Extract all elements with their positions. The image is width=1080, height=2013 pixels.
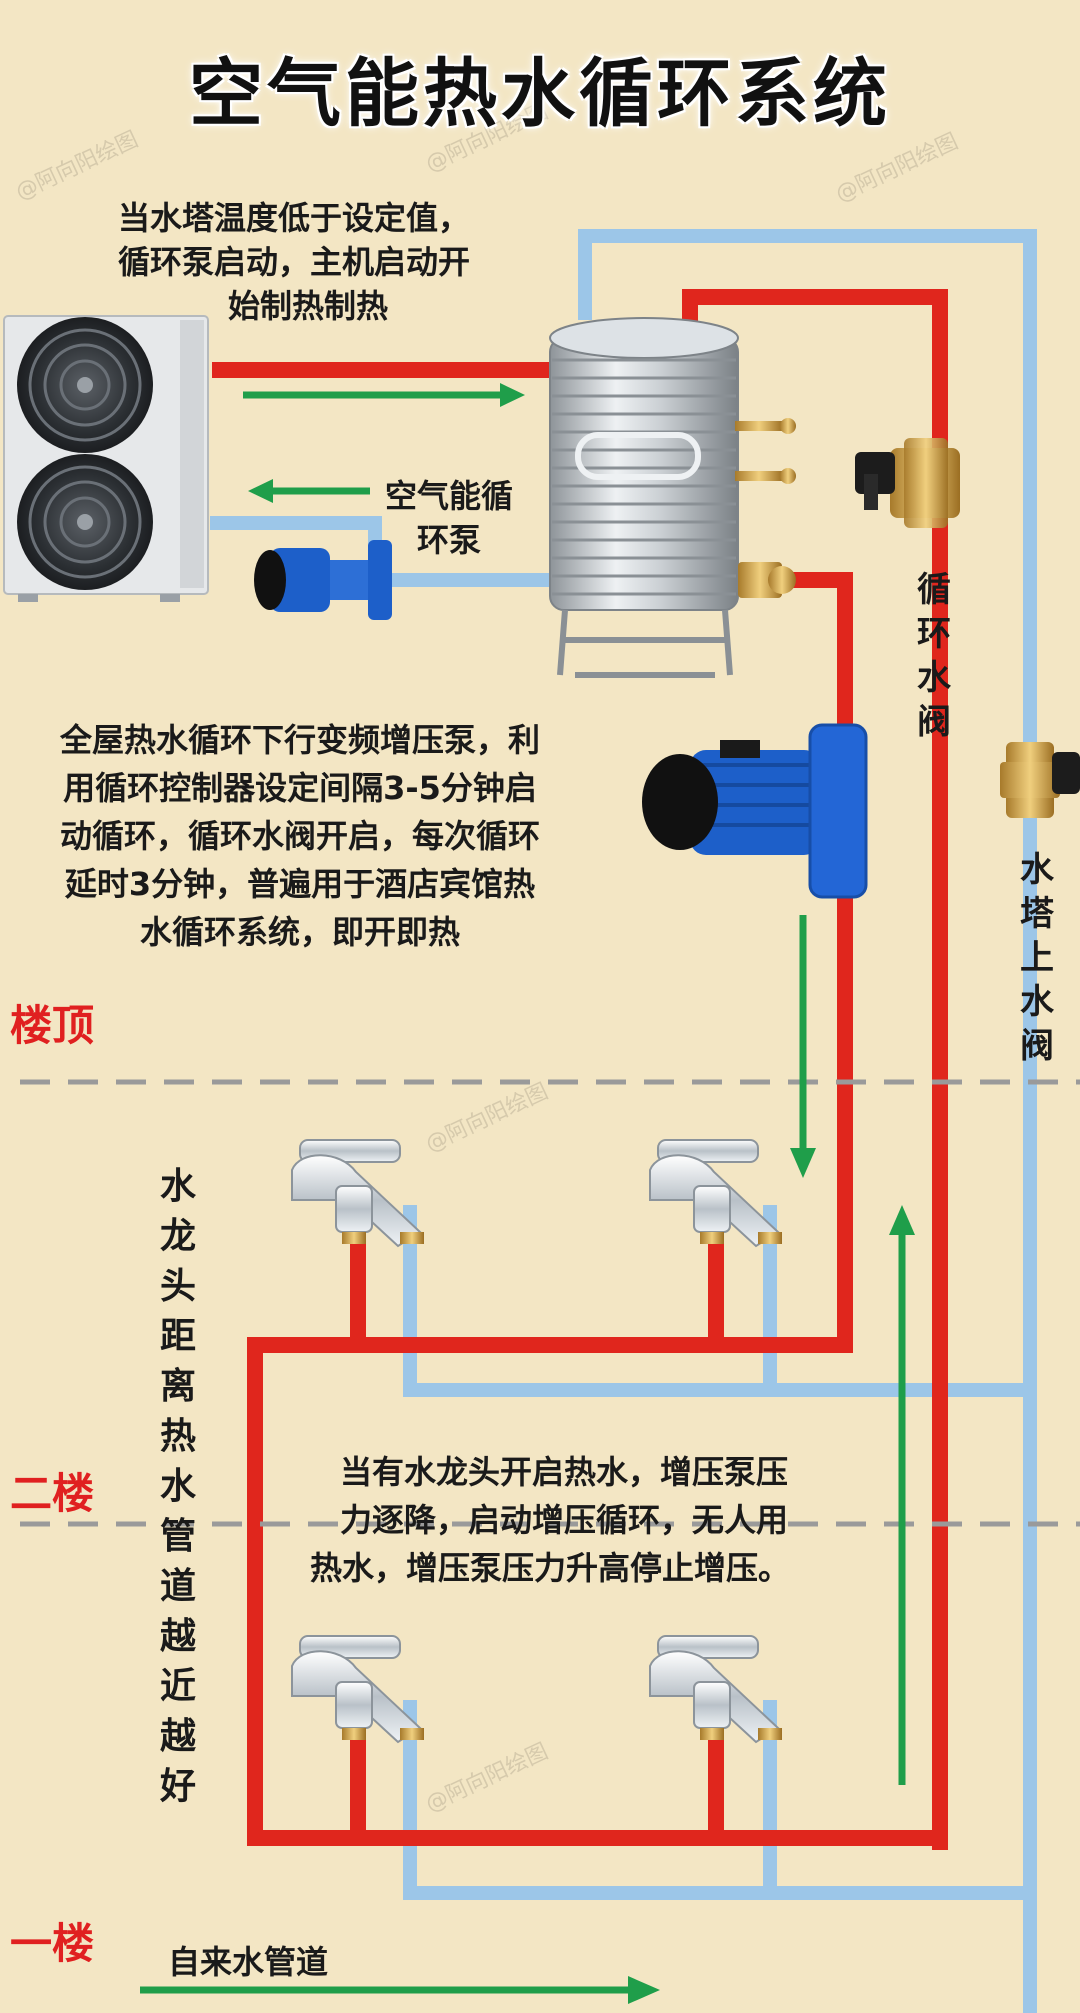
faucet-2f-a-icon — [291, 1139, 424, 1248]
start-note-line: 当水塔温度低于设定值， — [118, 199, 471, 237]
faucet-1f-a-icon — [291, 1635, 424, 1744]
tower-valve-label: 水塔上水阀 — [1020, 850, 1054, 1066]
faucet-note: 水龙头距离热水管道越近越好 — [159, 1166, 196, 1807]
circulation-valve — [855, 438, 960, 528]
booster-note-line: 当有水龙头开启热水，增压泵压 — [340, 1453, 789, 1491]
booster-note-line: 力逐降，启动增压循环，无人用 — [340, 1501, 789, 1539]
tower-inlet-valve — [1000, 742, 1080, 818]
floor-label-first: 一楼 — [10, 1919, 95, 1968]
start-note-line: 循环泵启动，主机启动开 — [118, 243, 471, 281]
page-title: 空气能热水循环系统 — [189, 51, 891, 137]
circulation-note-line: 水循环系统，即开即热 — [139, 913, 460, 951]
floor-label-roof: 楼顶 — [10, 1001, 95, 1050]
fan-bottom-icon — [17, 454, 153, 590]
arrow-tap-water — [140, 1976, 660, 2004]
arrow-down-circulation — [790, 915, 816, 1178]
cold-distribution-2f — [403, 1205, 1030, 1397]
pump-label: 空气能循 环泵 — [385, 474, 513, 562]
circulation-note-line: 用循环控制器设定间隔3-5分钟启 — [63, 769, 537, 807]
heat-pump-unit — [3, 315, 209, 602]
circulation-pump-small — [254, 540, 392, 620]
circulation-note-line: 全屋热水循环下行变频增压泵，利 — [59, 721, 540, 759]
fan-top-icon — [17, 317, 153, 453]
tank-outlet-fitting — [738, 562, 796, 598]
flow-arrows — [140, 383, 915, 2004]
faucet-2f-b-icon — [649, 1139, 782, 1248]
circulation-valve-label: 循环水阀 — [917, 570, 951, 742]
cold-water-pipes — [210, 229, 1037, 2013]
booster-note-line: 热水，增压泵压力升高停止增压。 — [310, 1549, 791, 1587]
pump-label-line: 环泵 — [417, 521, 482, 559]
cold-distribution-1f — [403, 1700, 1030, 1900]
heater-element-icon — [735, 418, 796, 484]
circulation-note: 全屋热水循环下行变频增压泵，利 用循环控制器设定间隔3-5分钟启 动循环，循环水… — [10, 716, 590, 956]
arrow-up-return — [889, 1205, 915, 1785]
circulation-note-line: 动循环，循环水阀开启，每次循环 — [59, 817, 540, 855]
arrow-to-tank — [243, 383, 525, 407]
tap-water-label: 自来水管道 — [168, 1943, 329, 1981]
tank-outlet-pipe — [247, 572, 940, 1846]
booster-note: 当有水龙头开启热水，增压泵压 力逐降，启动增压循环，无人用 热水，增压泵压力升高… — [310, 1448, 790, 1592]
start-note-line: 始制热制热 — [228, 287, 389, 325]
circulation-note-line: 延时3分钟，普遍用于酒店宾馆热 — [64, 865, 536, 903]
faucet-1f-b-icon — [649, 1635, 782, 1744]
tower-cold-loop — [578, 229, 1037, 2013]
arrow-to-unit — [248, 479, 370, 503]
tank-stand — [557, 609, 733, 678]
floor-label-second: 二楼 — [10, 1469, 95, 1518]
pump-label-line: 空气能循 — [385, 477, 514, 515]
booster-pump — [642, 723, 868, 899]
start-note: 当水塔温度低于设定值， 循环泵启动，主机启动开 始制热制热 — [118, 196, 470, 328]
water-tank — [549, 317, 796, 678]
tank-top-loop — [682, 289, 948, 1850]
